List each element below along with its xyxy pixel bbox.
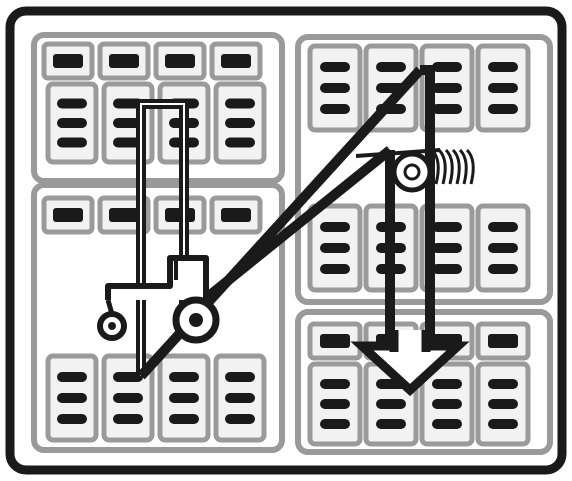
rack-slot	[488, 104, 518, 114]
rack-slot	[432, 83, 462, 93]
route-diagonal-2	[180, 146, 394, 320]
rack-slot	[488, 379, 518, 389]
reel-tine	[444, 148, 454, 185]
header-slot	[109, 208, 139, 222]
rack-slot	[488, 62, 518, 72]
truck-front-hub	[189, 313, 203, 327]
reel-tine	[465, 148, 475, 185]
header-slot	[221, 54, 251, 68]
route-left-core	[140, 103, 185, 376]
truck-body	[105, 255, 209, 300]
rack-slot	[488, 419, 518, 429]
rack-slot	[432, 62, 462, 72]
rack-slot	[57, 393, 87, 403]
reel-arm	[355, 148, 441, 158]
rack-slot	[113, 414, 143, 424]
rack-slot	[488, 399, 518, 409]
rack-slot	[320, 243, 350, 253]
rack-slot	[113, 118, 143, 128]
rack-slot	[169, 414, 199, 424]
rack-slot	[57, 414, 87, 424]
rack-slot	[488, 243, 518, 253]
rack-slot	[113, 137, 143, 148]
rack-slot	[376, 399, 406, 409]
rack-slot	[57, 98, 87, 109]
rack-slot	[432, 222, 462, 232]
rack-slot	[432, 243, 462, 253]
rack-slot	[320, 379, 350, 389]
rack-slot	[113, 98, 143, 109]
rack-slot	[169, 393, 199, 403]
header-slot	[221, 208, 251, 222]
reel-icon	[355, 148, 475, 193]
rack-slot	[320, 104, 350, 114]
rack-group	[41, 41, 531, 447]
truck-rear-hub	[108, 322, 116, 330]
header-slot	[488, 334, 518, 348]
rack-slot	[320, 264, 350, 274]
rack-slot	[225, 118, 255, 128]
rack-slot	[488, 222, 518, 232]
reel-tine	[458, 148, 468, 185]
rack-slot	[432, 264, 462, 274]
rack-slot	[225, 98, 255, 109]
rack-slot	[320, 62, 350, 72]
rack-slot	[320, 399, 350, 409]
rack-slot	[488, 264, 518, 274]
route-arrow-gap	[394, 330, 426, 352]
rack-slot	[320, 222, 350, 232]
rack-slot	[113, 372, 143, 382]
rack-slot	[320, 419, 350, 429]
rack-slot	[57, 137, 87, 148]
rack-slot	[57, 372, 87, 382]
truck-rear-axle	[105, 299, 115, 315]
rack-slot	[57, 118, 87, 128]
rack-slot	[225, 372, 255, 382]
reel-hub	[403, 163, 421, 181]
rack-slot	[320, 83, 350, 93]
rack-slot	[432, 379, 462, 389]
header-slot	[320, 334, 350, 348]
rack-slot	[169, 372, 199, 382]
reach-truck-icon	[97, 255, 220, 344]
rack-slot	[225, 414, 255, 424]
rack-slot	[432, 399, 462, 409]
route-right-descent	[420, 65, 435, 350]
rack-slot	[225, 393, 255, 403]
rack-slot	[432, 419, 462, 429]
picking-route	[136, 65, 470, 397]
rack-slot	[113, 393, 143, 403]
header-slot	[109, 54, 139, 68]
rack-slot	[488, 83, 518, 93]
rack-slot	[225, 137, 255, 148]
reel-tine	[430, 148, 440, 185]
rack-slot	[376, 62, 406, 72]
header-slot	[53, 208, 83, 222]
header-slot	[165, 54, 195, 68]
reel-tine	[451, 148, 461, 185]
header-slot	[53, 54, 83, 68]
rack-slot	[376, 419, 406, 429]
reel-tine	[437, 148, 447, 185]
rack-slot	[432, 104, 462, 114]
